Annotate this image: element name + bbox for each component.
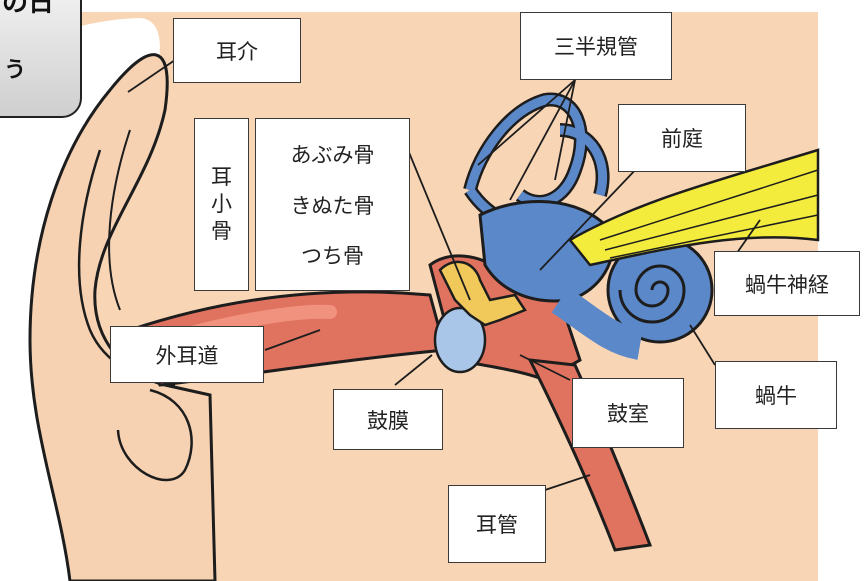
label-ear-canal-text: 外耳道 — [156, 340, 219, 370]
corner-badge-line2: う — [4, 52, 26, 84]
label-malleus: つち骨 — [301, 240, 364, 270]
label-ossicles-char-1: 耳 — [211, 167, 232, 188]
label-tympanic-cavity: 鼓室 — [572, 378, 684, 448]
label-ossicle-names: あぶみ骨 きぬた骨 つち骨 — [255, 118, 410, 291]
corner-badge: の日 う — [0, 0, 82, 118]
label-eardrum-text: 鼓膜 — [367, 405, 409, 435]
label-eustachian-tube-text: 耳管 — [476, 509, 518, 539]
label-tympanic-cavity-text: 鼓室 — [607, 398, 649, 428]
label-auricle: 耳介 — [173, 18, 301, 83]
label-ossicles: 耳 小 骨 — [194, 118, 249, 291]
label-vestibule: 前庭 — [618, 104, 746, 172]
label-cochlea-text: 蝸牛 — [755, 380, 797, 410]
label-cochlear-nerve-text: 蝸牛神経 — [745, 269, 829, 299]
corner-badge-line1: の日 — [2, 0, 54, 19]
label-ossicles-char-2: 小 — [211, 194, 232, 215]
label-eustachian-tube: 耳管 — [448, 485, 546, 563]
label-eardrum: 鼓膜 — [333, 389, 443, 450]
label-cochlea: 蝸牛 — [715, 361, 837, 429]
label-stapes: あぶみ骨 — [291, 139, 375, 169]
label-cochlear-nerve: 蝸牛神経 — [714, 251, 860, 316]
label-auricle-text: 耳介 — [216, 36, 258, 66]
label-incus: きぬた骨 — [291, 190, 375, 220]
label-semicircular-canals: 三半規管 — [520, 12, 672, 80]
label-ear-canal: 外耳道 — [110, 326, 264, 383]
label-ossicles-char-3: 骨 — [211, 221, 232, 242]
label-vestibule-text: 前庭 — [661, 123, 703, 153]
label-semicircular-canals-text: 三半規管 — [554, 31, 638, 61]
